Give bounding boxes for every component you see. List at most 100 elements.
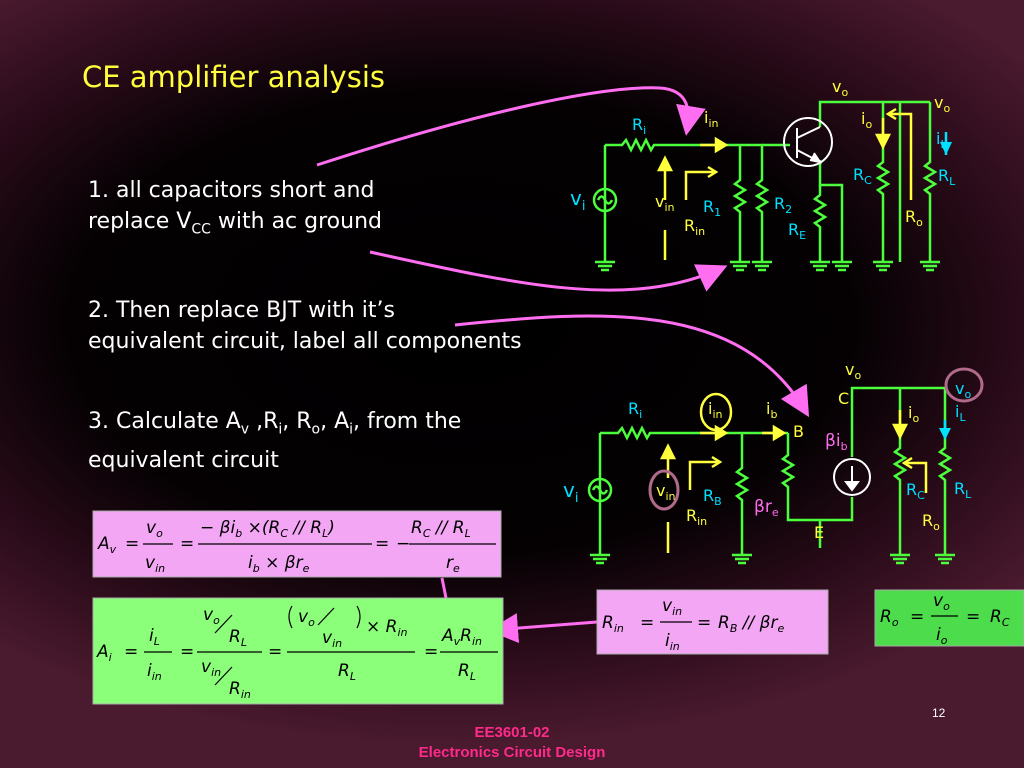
bottom-label-rb: RB <box>703 486 722 508</box>
step-2-line-2: equivalent circuit, label all components <box>88 329 522 354</box>
top-label-vin: vin <box>655 192 675 214</box>
ai-num-2b: RL <box>229 627 247 649</box>
ro-num: vo <box>933 591 950 613</box>
top-vi-source-sine-icon <box>596 195 614 205</box>
arrow-step1-to-ground <box>369 250 728 292</box>
top-label-vo-2: vo <box>934 93 950 115</box>
top-ri-resistor <box>605 137 740 153</box>
top-r1-resistor <box>732 145 748 262</box>
top-ground-7-icon <box>920 260 940 272</box>
top-label-re: RE <box>788 220 806 242</box>
step-3-b: ,R <box>249 409 279 434</box>
bottom-vi-source <box>587 477 613 503</box>
av-den-3: re <box>446 553 460 575</box>
ro-den: io <box>936 625 948 647</box>
slide-title: CE amplifier analysis <box>82 60 385 94</box>
arrow-step1-to-circuit <box>316 86 706 167</box>
bottom-label-ro: Ro <box>922 511 940 533</box>
step-3-sub-v: v <box>240 421 250 438</box>
ai-den-2b: Rin <box>229 679 251 701</box>
ai-num-2a: vo <box>203 605 220 627</box>
step-3-a: 3. Calculate A <box>88 409 241 434</box>
ai-den-2a: vin <box>201 657 221 679</box>
bottom-label-vo-2: vo <box>955 379 971 401</box>
step-2-text: 2. Then replace BJT with it’s equivalent… <box>88 295 522 357</box>
bottom-collector-wire <box>850 386 945 457</box>
av-num-2: − βib ×(RC // RL) <box>200 518 335 540</box>
step-3-c: , R <box>282 409 312 434</box>
bottom-rl-resistor <box>937 388 953 555</box>
bottom-label-rin: Rin <box>686 506 707 528</box>
top-ground-4-icon <box>810 260 830 272</box>
bottom-label-rc: RC <box>906 480 925 502</box>
ai-num-1: iL <box>149 626 160 648</box>
top-r2-resistor <box>740 143 770 262</box>
bottom-ground-1-icon <box>590 553 610 565</box>
step-1-line-2: replace VCC with ac ground <box>88 206 382 245</box>
bottom-label-iin: iin <box>708 399 723 421</box>
av-eq-2: = <box>180 534 194 554</box>
step-2-line-1: 2. Then replace BJT with it’s <box>88 298 395 323</box>
rin-den: iin <box>665 631 680 653</box>
bottom-rc-resistor <box>892 388 908 555</box>
top-label-ro: Ro <box>905 207 923 229</box>
bottom-rin-arrow-icon <box>688 460 718 490</box>
step-3-d: , A <box>320 409 350 434</box>
top-bjt-icon <box>783 117 833 167</box>
top-labels-yellow: vo vo iin vin Rin io Ro <box>655 77 950 238</box>
step-3-sub-o: o <box>311 421 321 438</box>
top-label-rc: RC <box>853 165 872 187</box>
bottom-label-vo: vo <box>845 360 861 382</box>
rin-lhs: Rin <box>602 613 624 635</box>
bottom-arrows <box>659 410 928 553</box>
ro-equation-box: Ro = vo io = RC <box>874 589 1024 647</box>
step-1-text-a: replace V <box>88 209 192 234</box>
step-1-text: 1. all capacitors short and replace VCC … <box>88 175 382 245</box>
av-num-1: vo <box>146 518 163 540</box>
ai-num-4: AvRin <box>441 626 482 648</box>
ai-eq-2: = <box>180 642 194 662</box>
bottom-vin-highlight-circle <box>648 469 680 511</box>
arrow-step2-to-equivalent <box>454 314 810 418</box>
ai-equation-box: Ai = iL iin = vo RL vin Rin = vo vin × R… <box>92 597 504 705</box>
top-rin-arrow-icon <box>684 170 714 200</box>
bottom-label-io: io <box>908 403 919 425</box>
bottom-vi-source-sine-icon <box>591 485 609 495</box>
ai-lhs: Ai <box>96 642 112 664</box>
bottom-label-rl: RL <box>954 479 972 501</box>
bottom-circuit <box>587 386 955 565</box>
top-label-r1: R1 <box>703 197 721 219</box>
rin-eq-2: = <box>697 613 711 633</box>
rin-eq-1: = <box>640 613 654 633</box>
step-3-sub-i2: i <box>349 421 354 438</box>
top-vi-source <box>592 187 618 213</box>
bottom-ground-3-icon <box>890 553 910 565</box>
top-label-il: iL <box>936 129 947 151</box>
step-1-text-b: with ac ground <box>210 209 382 234</box>
bottom-label-beta-re: βre <box>754 497 779 519</box>
bottom-label-vin: vin <box>656 481 676 503</box>
footer-course-name: Electronics Circuit Design <box>418 744 606 761</box>
arrow-rin-to-ai <box>488 613 598 644</box>
av-neg: − <box>396 534 410 554</box>
bottom-ground-2-icon <box>732 553 752 565</box>
bottom-label-beta-ib: βib <box>825 431 848 453</box>
top-arrows <box>656 107 913 260</box>
rin-num: vin <box>662 596 682 618</box>
bottom-il-arrowhead-icon <box>939 428 951 440</box>
ai-eq-4: = <box>424 642 438 662</box>
ai-den-4: RL <box>458 661 476 683</box>
top-label-rl: RL <box>938 166 956 188</box>
av-eq-3: = <box>375 534 389 554</box>
bottom-labels-yellow: vo C B E iin ib vin Rin io Ro <box>656 360 940 542</box>
bottom-label-ib: ib <box>766 399 777 421</box>
bottom-label-b-node: B <box>793 422 804 441</box>
av-equation-box: Av = vo vin = − βib ×(RC // RL) ib × βre… <box>92 510 502 578</box>
bottom-current-source-icon <box>833 458 871 496</box>
top-label-rin: Rin <box>684 216 705 238</box>
av-num-3: RC // RL <box>411 518 471 540</box>
top-ground-6-icon <box>873 260 893 272</box>
top-label-ri: Ri <box>632 115 646 137</box>
rin-equation-box: Rin = vin iin = RB // βre <box>596 589 829 655</box>
bottom-rb-resistor <box>734 433 750 555</box>
